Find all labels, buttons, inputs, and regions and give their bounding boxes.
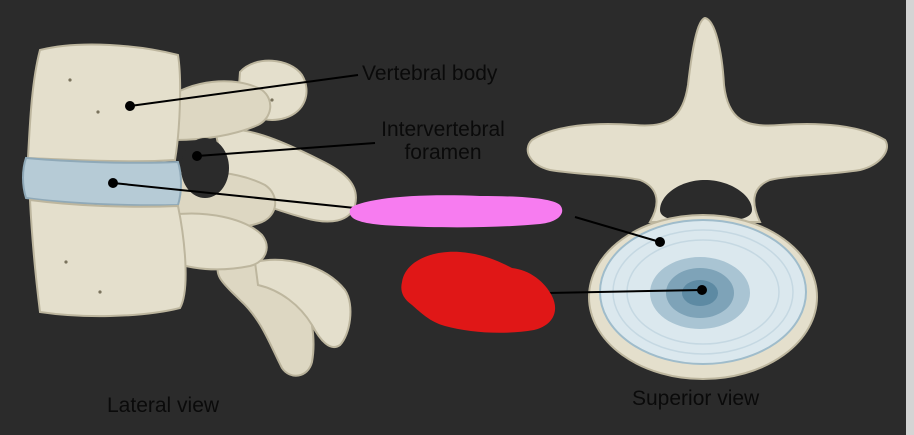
label-intervertebral: Intervertebral: [381, 118, 505, 141]
lateral-lower-pedicle: [168, 212, 268, 271]
label-vertebral-body: Vertebral body: [362, 62, 498, 85]
lateral-upper-pedicle: [163, 80, 272, 142]
red-redaction-mark: [401, 251, 556, 333]
bone-texture-dot: [98, 290, 102, 294]
bone-texture-dot: [68, 78, 72, 82]
leader-line-foramen: [196, 142, 376, 157]
leader-lines: [108, 74, 707, 295]
superior-vertebral-foramen: [660, 180, 752, 222]
leader-line-nucleus: [547, 289, 703, 294]
leader-dot: [655, 237, 665, 247]
leader-dot: [108, 178, 118, 188]
lateral-intervertebral-disc: [22, 156, 182, 207]
leader-line-vertebral-body: [129, 74, 359, 107]
leader-dot: [125, 101, 135, 111]
lateral-spinous-process-lower: [253, 258, 352, 348]
leader-line-annulus: [574, 216, 661, 243]
leader-dot: [192, 151, 202, 161]
lateral-upper-vertebral-body: [26, 43, 182, 163]
lateral-intervertebral-foramen: [181, 138, 229, 198]
vertical-scrollbar[interactable]: [906, 0, 914, 435]
leader-dot: [697, 285, 707, 295]
bone-texture-dot: [96, 110, 100, 114]
caption-lateral-view: Lateral view: [107, 394, 220, 417]
lateral-lower-vertebral-body: [28, 198, 187, 318]
caption-superior-view: Superior view: [632, 387, 760, 410]
lateral-view-illustration: [22, 43, 357, 377]
label-foramen: foramen: [404, 141, 482, 164]
leader-line-disc-lateral: [112, 182, 356, 209]
bone-texture-dot: [270, 98, 274, 102]
bone-texture-dot: [64, 260, 68, 264]
superior-view-illustration: [526, 16, 888, 380]
pink-redaction-mark: [349, 195, 563, 228]
